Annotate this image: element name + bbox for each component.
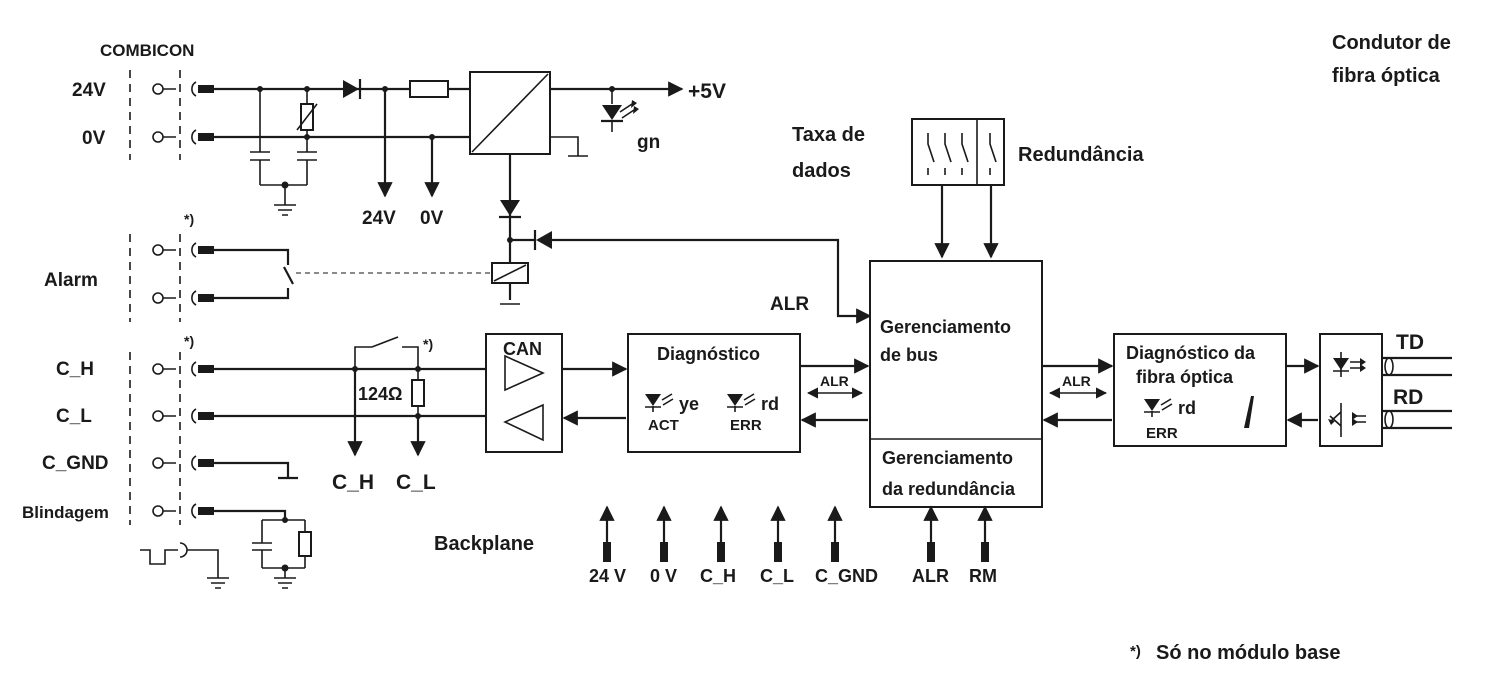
td-label: TD	[1396, 331, 1424, 354]
bus-management-line1: Gerenciamento	[880, 317, 1011, 337]
dip-switch-block: Taxa de dados Redundância	[792, 118, 1144, 259]
diagnostics-title: Diagnóstico	[657, 344, 760, 364]
redundancy-label: Redundância	[1018, 144, 1144, 166]
alr-input-label: ALR	[770, 294, 809, 315]
can-transceiver-block: CAN	[485, 333, 628, 453]
led-act-label: ACT	[648, 417, 679, 434]
data-rate-label-line1: Taxa de	[792, 124, 865, 146]
led-err-label: ERR	[730, 417, 762, 434]
gn-led-label: gn	[637, 132, 660, 153]
fo-led-rd-label: rd	[1178, 398, 1196, 418]
bp-alr-label: ALR	[912, 566, 949, 586]
fo-link-arrows: ALR	[1042, 358, 1114, 428]
terminal-24v-label: 24V	[72, 80, 106, 101]
bp-24v-label: 24 V	[589, 566, 626, 586]
c-h-terminal-label: C_H	[56, 359, 94, 380]
alarm-connector: *) Alarm	[44, 211, 492, 322]
resistor-value-label: 124Ω	[358, 384, 402, 404]
alarm-footnote-mark: *)	[184, 211, 194, 227]
alr-link-label-left: ALR	[820, 373, 849, 389]
redundancy-management-line2: da redundância	[882, 479, 1016, 499]
bp-c-gnd-label: C_GND	[815, 566, 878, 586]
bus-management-line2: de bus	[880, 345, 938, 365]
c-gnd-terminal-label: C_GND	[42, 453, 109, 474]
bus-c-h-label: C_H	[332, 471, 374, 494]
bp-c-l-label: C_L	[760, 566, 794, 586]
diagnostics-block: Diagnóstico ye ACT rd ERR ALR	[627, 333, 870, 453]
alr-link-label-right: ALR	[1062, 373, 1091, 389]
redundancy-management-line1: Gerenciamento	[882, 448, 1013, 468]
bus-c-l-label: C_L	[396, 471, 436, 494]
bus-management-block: Gerenciamento de bus Gerenciamento da re…	[869, 260, 1043, 508]
rd-label: RD	[1393, 386, 1423, 409]
fiber-conductor-line2: fibra óptica	[1332, 65, 1441, 87]
dc-dc-converter: +5V gn ALR	[469, 71, 870, 316]
output-24v-label: 24V	[362, 208, 396, 229]
fiber-diag-line1: Diagnóstico da	[1126, 343, 1256, 363]
alarm-label: Alarm	[44, 270, 98, 291]
terminal-0v-label: 0V	[82, 128, 106, 149]
c-l-terminal-label: C_L	[56, 406, 92, 427]
combicon-power-connector: COMBICON 24V 0V	[72, 41, 214, 160]
data-rate-label-line2: dados	[792, 160, 851, 182]
can-connector: *) C_H C_L C_GND Blindagem *)	[22, 333, 486, 589]
footnote: *) Só no módulo base	[1130, 642, 1340, 664]
fiber-diagnostics-block: Diagnóstico da fibra óptica rd ERR	[1113, 333, 1320, 447]
fo-led-err-label: ERR	[1146, 425, 1178, 442]
led-ye-label: ye	[679, 394, 699, 414]
can-footnote-mark: *)	[184, 333, 194, 349]
optical-transceiver: TD RD Condutor de fibra óptica	[1319, 32, 1452, 447]
backplane-label: Backplane	[434, 533, 534, 555]
combicon-label: COMBICON	[100, 41, 194, 60]
plus-5v-label: +5V	[688, 80, 726, 103]
fiber-conductor-line1: Condutor de	[1332, 32, 1451, 54]
resistor-footnote-mark: *)	[423, 336, 433, 352]
bp-rm-label: RM	[969, 566, 997, 586]
footnote-star: *)	[1130, 643, 1141, 660]
backplane-signals: Backplane 24 V 0 V C_H C_L C_GND ALR RM	[434, 505, 997, 586]
footnote-text: Só no módulo base	[1156, 642, 1340, 664]
bp-0v-label: 0 V	[650, 566, 677, 586]
led-rd-label: rd	[761, 394, 779, 414]
blindagem-terminal-label: Blindagem	[22, 503, 109, 522]
can-block-label: CAN	[503, 339, 542, 359]
bp-c-h-label: C_H	[700, 566, 736, 586]
power-input-wiring: 24V 0V	[214, 79, 470, 229]
fiber-diag-line2: fibra óptica	[1136, 367, 1234, 387]
output-0v-label: 0V	[420, 208, 444, 229]
